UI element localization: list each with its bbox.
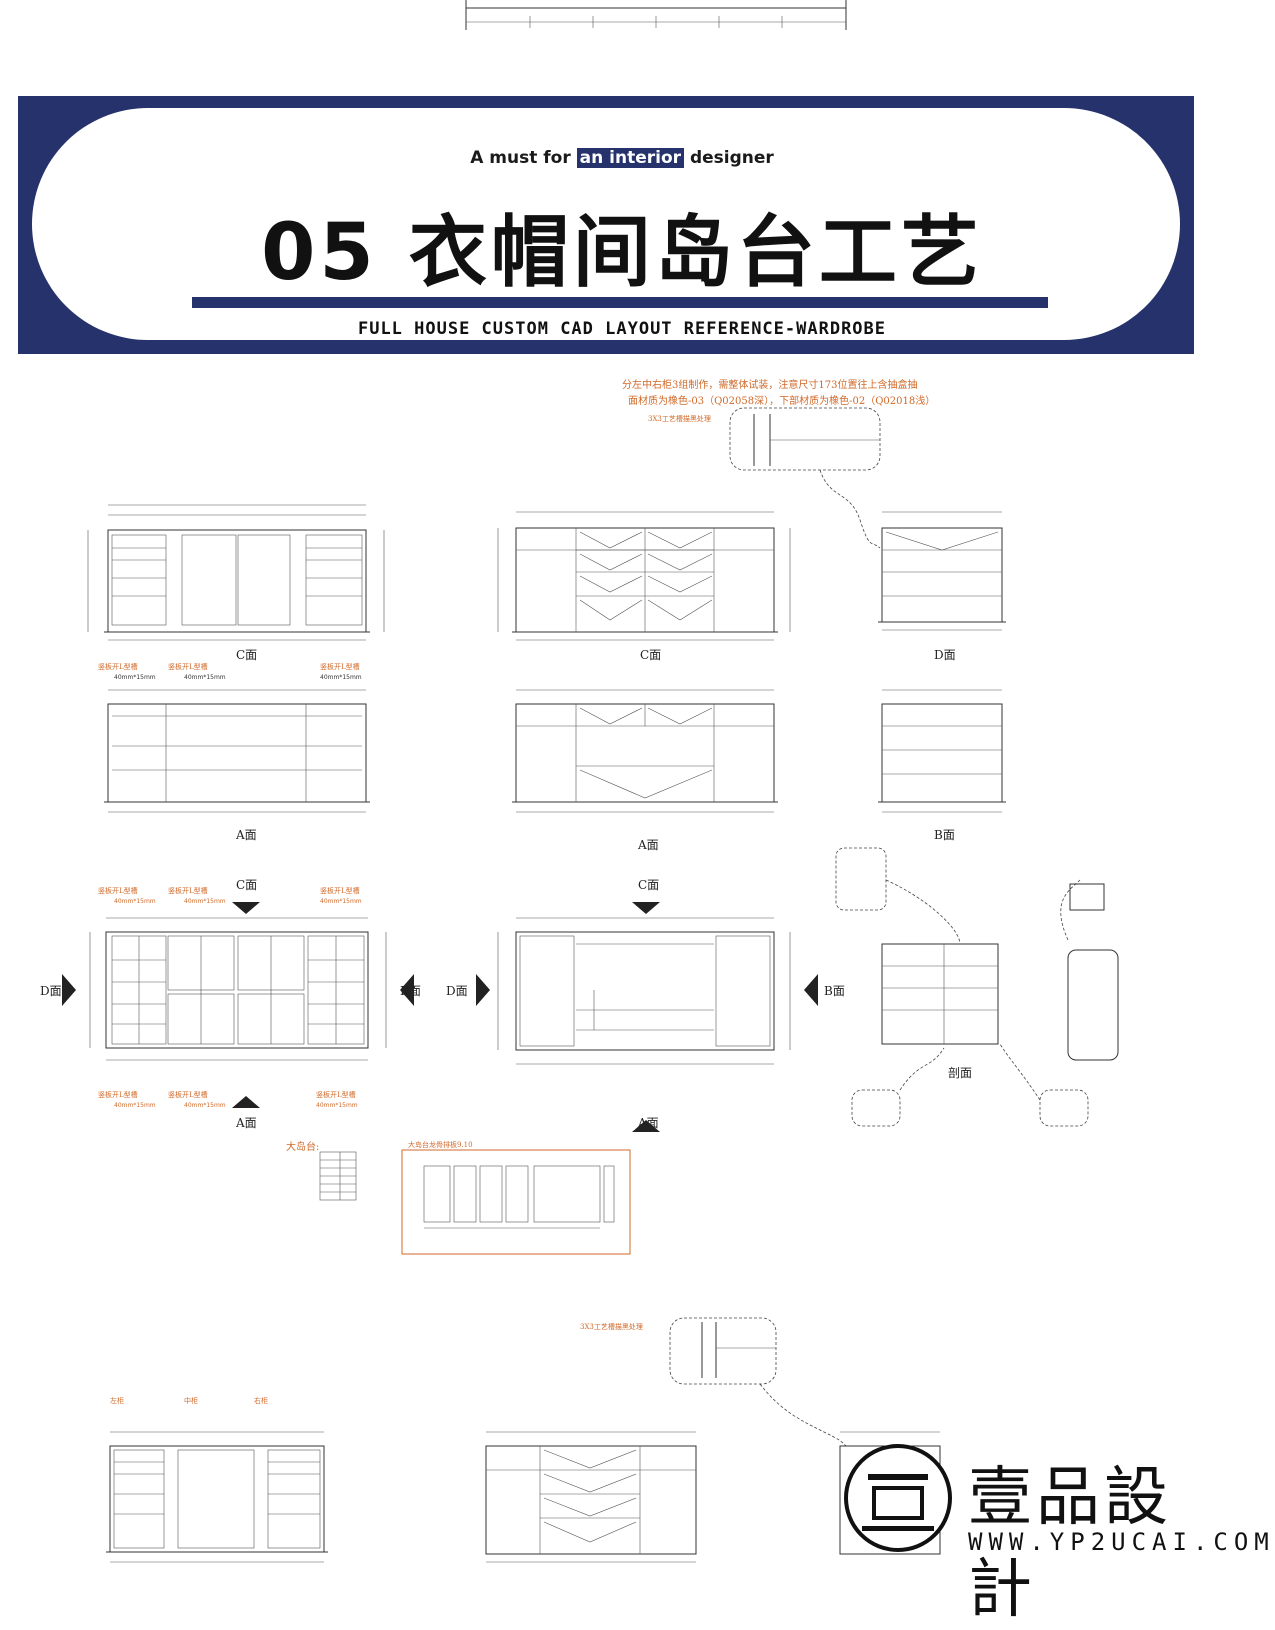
banner-panel: A must for an interior designer 05 衣帽间岛台… [32, 108, 1180, 340]
marker-b-plan-middle: B面 [824, 984, 845, 998]
l-groove-note-4: 竖板开L型槽 [98, 887, 138, 895]
island-label: 大岛台: [286, 1142, 320, 1153]
l-groove-size-4: 40mm*15mm [114, 898, 156, 905]
banner-subtitle: FULL HOUSE CUSTOM CAD LAYOUT REFERENCE-W… [357, 319, 887, 339]
marker-d-plan-middle: D面 [446, 984, 468, 998]
page-title: 05 衣帽间岛台工艺 [261, 208, 983, 298]
l-groove-size-5: 40mm*15mm [184, 898, 226, 905]
tagline-pre: A must for [470, 148, 571, 168]
tagline-post: designer [689, 148, 774, 168]
l-groove-size-3: 40mm*15mm [320, 674, 362, 681]
l-groove-note-2: 竖板开L型槽 [168, 663, 208, 671]
l-groove-note-3: 竖板开L型槽 [320, 663, 360, 671]
face-label-a-left: A面 [236, 828, 257, 842]
brand-logo-text: 壹品設計 [968, 1461, 1172, 1627]
groove-note-bottom: 3X3工艺槽描黑处理 [580, 1323, 643, 1331]
l-groove-note-5: 竖板开L型槽 [168, 887, 208, 895]
tagline-highlight: an interior [576, 148, 685, 168]
marker-a-plan-middle: A面 [638, 1116, 659, 1130]
face-label-b-right: B面 [934, 828, 955, 842]
l-groove-note-6: 竖板开L型槽 [320, 887, 360, 895]
top-note-2: 面材质为橡色-03（Q02058深），下部材质为橡色-02（Q02018浅） [628, 396, 936, 407]
l-groove-note-1: 竖板开L型槽 [98, 663, 138, 671]
marker-d-plan-left: D面 [40, 984, 62, 998]
l-groove-note-8: 竖板开L型槽 [168, 1091, 208, 1099]
marker-b-plan-left: B面 [400, 984, 421, 998]
l-groove-size-2: 40mm*15mm [184, 674, 226, 681]
section-banner: A must for an interior designer 05 衣帽间岛台… [18, 96, 1194, 354]
l-groove-note-9: 竖板开L型槽 [316, 1091, 356, 1099]
right-cabinet-label: 右柜 [254, 1397, 268, 1405]
left-cabinet-label: 左柜 [110, 1397, 124, 1405]
cad-drawings [62, 0, 1119, 1563]
marker-c-plan-middle: C面 [638, 878, 660, 892]
island-drawing-note: 大岛台龙骨排板9.10 [408, 1141, 473, 1149]
marker-a-plan-left: A面 [236, 1116, 257, 1130]
top-note-1: 分左中右柜3组制作，需整体试装，注意尺寸173位置往上含抽盒抽 [622, 380, 918, 391]
groove-note-top: 3X3工艺槽描黑处理 [648, 415, 711, 423]
banner-tagline: A must for an interior designer [32, 148, 1212, 168]
l-groove-size-6: 40mm*15mm [320, 898, 362, 905]
face-label-d-right: D面 [934, 648, 956, 662]
middle-cabinet-label: 中柜 [184, 1397, 198, 1405]
l-groove-size-7: 40mm*15mm [114, 1102, 156, 1109]
l-groove-note-7: 竖板开L型槽 [98, 1091, 138, 1099]
l-groove-size-1: 40mm*15mm [114, 674, 156, 681]
marker-c-plan-left: C面 [236, 878, 258, 892]
face-label-c-left: C面 [236, 648, 258, 662]
brand-url: WWW.YP2UCAI.COM [968, 1528, 1275, 1556]
face-label-a-middle: A面 [638, 838, 659, 852]
title-underline [192, 297, 1048, 308]
l-groove-size-9: 40mm*15mm [316, 1102, 358, 1109]
face-label-c-middle: C面 [640, 648, 662, 662]
l-groove-size-8: 40mm*15mm [184, 1102, 226, 1109]
section-label: 剖面 [948, 1066, 973, 1080]
